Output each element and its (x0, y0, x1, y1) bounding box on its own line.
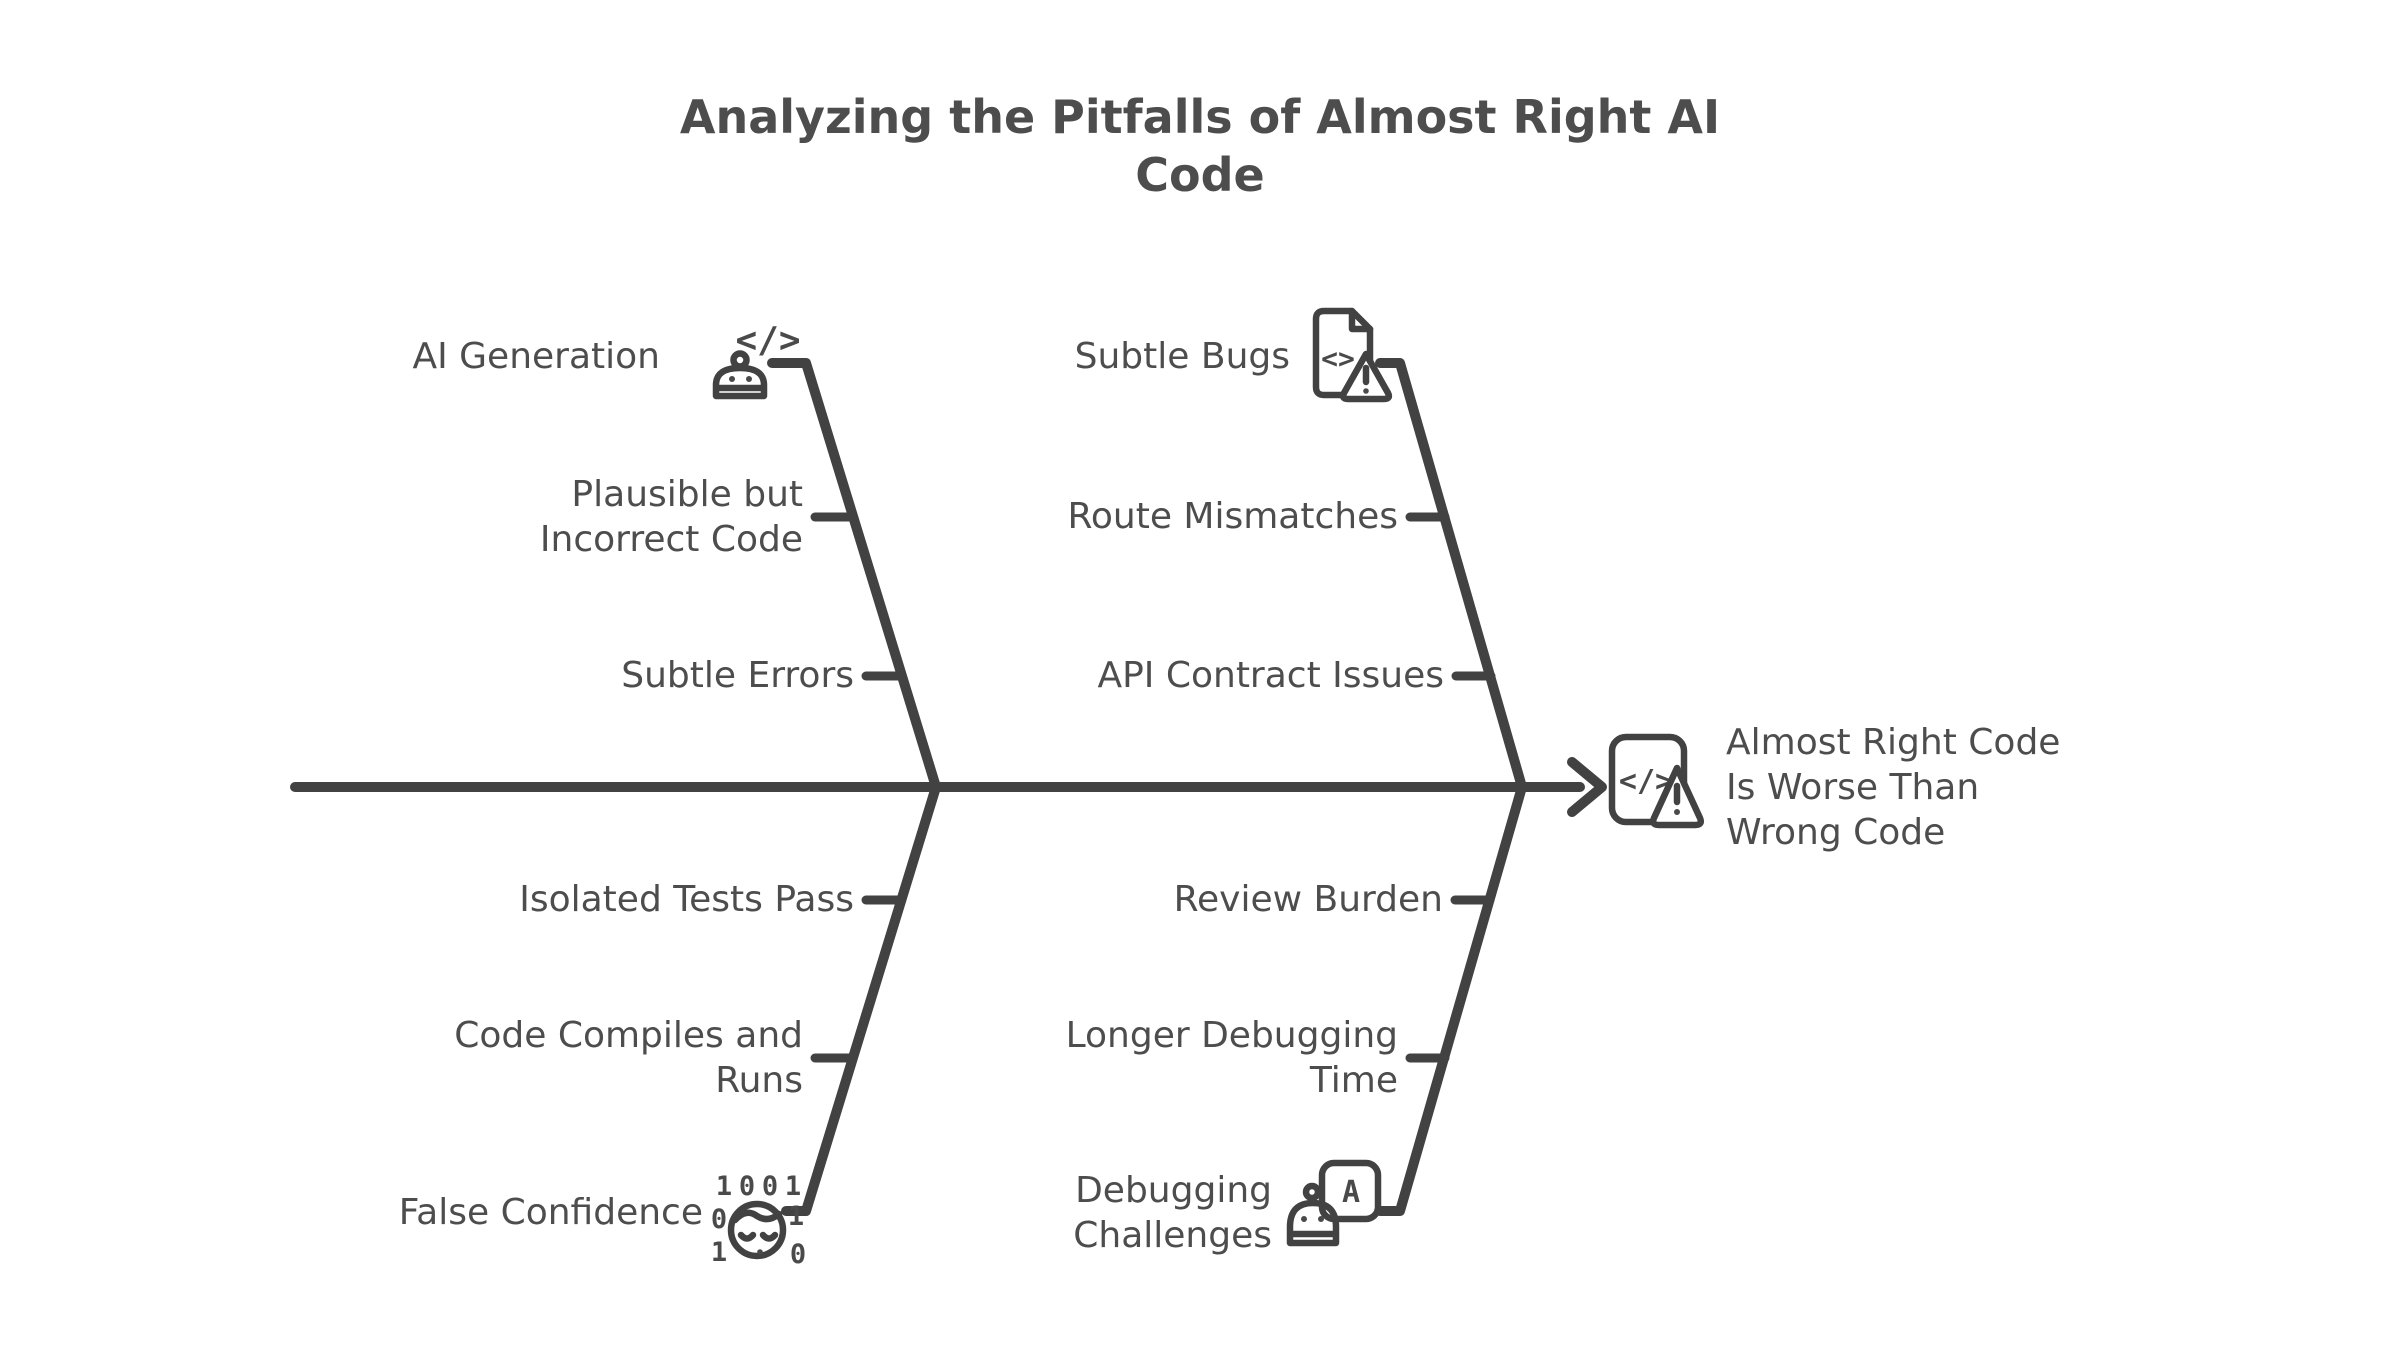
cause-label-subtle-errors: Subtle Errors (621, 655, 854, 696)
cause-label-longer-debugging-time: Longer Debugging Time (1066, 1013, 1398, 1103)
cause-label-line: Time (1309, 1060, 1398, 1101)
robot-code-icon: </> (712, 320, 801, 400)
branch-label-line: Challenges (1073, 1215, 1272, 1256)
binary-digit: 1 (785, 1171, 801, 1202)
cause-label-route-mismatches: Route Mismatches (1067, 496, 1398, 537)
cause-label-line: Code Compiles and (454, 1015, 803, 1056)
cause-label-line: Longer Debugging (1065, 1015, 1398, 1056)
branch-label-debugging-challenges: Debugging Challenges (1073, 1168, 1272, 1258)
binary-digit: 0 (739, 1171, 755, 1202)
binary-digit: 1 (711, 1237, 727, 1268)
branch-line-bottom-right (1375, 782, 1527, 1216)
face-eye-left (737, 1231, 757, 1242)
face-mouth (757, 1249, 763, 1255)
binary-digit: 1 (716, 1171, 732, 1202)
branch-label-subtle-bugs: Subtle Bugs (1074, 336, 1290, 377)
code-small-glyph: <> (1321, 342, 1355, 375)
branch-line-bottom-left (781, 782, 941, 1216)
warning-exclamation-dot (1363, 388, 1369, 394)
robot-eye-left (729, 376, 735, 382)
robot-antenna (1302, 1182, 1322, 1202)
cause-label-api-contract-issues: API Contract Issues (1097, 655, 1444, 696)
cause-label-line: Plausible but (571, 474, 803, 515)
face-outline (727, 1200, 787, 1260)
cause-label-review-burden: Review Burden (1173, 879, 1443, 920)
cause-label-plausible-but-incorrect-code: Plausible but Incorrect Code (540, 472, 803, 562)
branch-line-top-right (1375, 358, 1527, 792)
cause-label-line: Incorrect Code (539, 519, 803, 560)
chat-bubble (1318, 1159, 1382, 1223)
code-warning-icon: </> (1608, 733, 1705, 829)
cause-label-code-compiles-and-runs: Code Compiles and Runs (454, 1013, 803, 1103)
robot-eye-left (1301, 1216, 1307, 1222)
robot-eye-right (746, 376, 752, 382)
file-fold-corner (1348, 307, 1374, 333)
code-file-warning-icon: <> (1312, 307, 1393, 403)
robot-head (712, 364, 768, 400)
effect-label-line: Is Worse Than (1726, 767, 1980, 808)
effect-label-line: Almost Right Code (1726, 722, 2061, 763)
binary-digit: 0 (711, 1204, 727, 1235)
effect-label: Almost Right Code Is Worse Than Wrong Co… (1726, 720, 2060, 855)
diagram-title: Analyzing the Pitfalls of Almost Right A… (0, 88, 2400, 204)
branch-label-line: Debugging (1075, 1170, 1272, 1211)
face-eye-right (759, 1231, 779, 1242)
binary-digit: 1 (788, 1201, 804, 1232)
warning-exclamation-dot (1674, 809, 1680, 815)
binary-face-icon: 1 0 0 1 0 1 1 0 (711, 1171, 806, 1270)
cause-label-line: Runs (715, 1060, 803, 1101)
robot-eye-right (1318, 1216, 1324, 1222)
binary-digit: 0 (762, 1171, 778, 1202)
robot-head (1286, 1199, 1340, 1247)
branch-label-false-confidence: False Confidence (398, 1192, 703, 1233)
diagram-title-line-2: Code (1135, 148, 1265, 202)
robot-chat-icon: A (1286, 1159, 1382, 1247)
diagram-title-line-1: Analyzing the Pitfalls of Almost Right A… (679, 90, 1721, 144)
binary-digit: 0 (790, 1239, 806, 1270)
cause-label-isolated-tests-pass: Isolated Tests Pass (519, 879, 854, 920)
spine-arrowhead-icon (1567, 757, 1607, 817)
face-hair (731, 1209, 783, 1224)
letter-a-glyph: A (1342, 1175, 1360, 1210)
effect-label-line: Wrong Code (1726, 812, 1946, 853)
branch-line-top-left (767, 358, 941, 792)
branch-label-ai-generation: AI Generation (412, 336, 660, 377)
